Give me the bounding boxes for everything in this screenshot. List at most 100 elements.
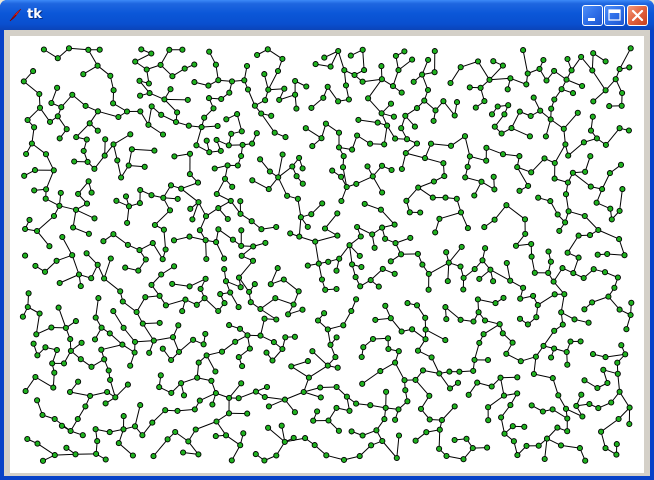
graph-node[interactable] bbox=[581, 306, 588, 313]
graph-node[interactable] bbox=[317, 384, 324, 391]
graph-node[interactable] bbox=[587, 127, 595, 134]
graph-node[interactable] bbox=[174, 195, 181, 202]
graph-node[interactable] bbox=[460, 286, 467, 293]
graph-node[interactable] bbox=[498, 414, 505, 421]
graph-node[interactable] bbox=[611, 284, 618, 291]
graph-node[interactable] bbox=[120, 413, 127, 420]
graph-node[interactable] bbox=[169, 334, 177, 341]
graph-node[interactable] bbox=[180, 449, 187, 456]
graph-node[interactable] bbox=[556, 227, 563, 234]
graph-node[interactable] bbox=[494, 103, 501, 110]
graph-node[interactable] bbox=[262, 239, 269, 246]
graph-node[interactable] bbox=[548, 105, 555, 112]
graph-node[interactable] bbox=[499, 151, 507, 158]
graph-node[interactable] bbox=[491, 123, 498, 130]
graph-node[interactable] bbox=[217, 147, 224, 154]
graph-node[interactable] bbox=[335, 47, 342, 55]
graph-node[interactable] bbox=[398, 89, 405, 96]
graph-node[interactable] bbox=[404, 398, 411, 405]
graph-node[interactable] bbox=[56, 135, 63, 142]
graph-node[interactable] bbox=[347, 52, 354, 59]
graph-node[interactable] bbox=[179, 308, 186, 315]
graph-node[interactable] bbox=[327, 63, 334, 70]
graph-node[interactable] bbox=[564, 249, 571, 256]
graph-node[interactable] bbox=[30, 68, 37, 75]
graph-node[interactable] bbox=[357, 233, 364, 240]
graph-node[interactable] bbox=[203, 255, 210, 263]
graph-node[interactable] bbox=[419, 71, 426, 78]
graph-node[interactable] bbox=[215, 226, 222, 233]
graph-node[interactable] bbox=[547, 198, 554, 205]
graph-node[interactable] bbox=[626, 64, 633, 71]
graph-node[interactable] bbox=[594, 384, 601, 392]
graph-node[interactable] bbox=[194, 374, 201, 381]
graph-node[interactable] bbox=[478, 178, 485, 185]
graph-node[interactable] bbox=[67, 336, 74, 343]
graph-node[interactable] bbox=[321, 310, 328, 317]
graph-node[interactable] bbox=[178, 380, 185, 387]
graph-node[interactable] bbox=[442, 194, 449, 201]
graph-node[interactable] bbox=[55, 304, 62, 311]
graph-node[interactable] bbox=[215, 205, 222, 212]
graph-node[interactable] bbox=[290, 434, 297, 441]
graph-node[interactable] bbox=[443, 452, 450, 460]
graph-node[interactable] bbox=[218, 348, 226, 355]
graph-node[interactable] bbox=[100, 238, 107, 245]
graph-node[interactable] bbox=[456, 368, 463, 375]
graph-node[interactable] bbox=[599, 186, 606, 193]
graph-node[interactable] bbox=[421, 97, 428, 104]
graph-node[interactable] bbox=[22, 225, 29, 233]
graph-node[interactable] bbox=[149, 240, 156, 247]
graph-node[interactable] bbox=[279, 345, 286, 353]
graph-node[interactable] bbox=[349, 146, 356, 153]
graph-node[interactable] bbox=[348, 307, 355, 315]
graph-node[interactable] bbox=[24, 116, 31, 124]
graph-node[interactable] bbox=[616, 236, 623, 243]
graph-node[interactable] bbox=[31, 167, 39, 174]
graph-node[interactable] bbox=[281, 396, 288, 403]
graph-node[interactable] bbox=[463, 435, 470, 442]
graph-node[interactable] bbox=[75, 271, 83, 278]
graph-node[interactable] bbox=[287, 230, 294, 237]
graph-node[interactable] bbox=[516, 108, 523, 115]
graph-node[interactable] bbox=[159, 256, 166, 263]
graph-node[interactable] bbox=[329, 167, 336, 174]
graph-node[interactable] bbox=[77, 356, 84, 363]
graph-node[interactable] bbox=[175, 322, 182, 329]
graph-node[interactable] bbox=[185, 438, 192, 445]
graph-node[interactable] bbox=[471, 356, 478, 363]
graph-node[interactable] bbox=[419, 367, 427, 374]
graph-node[interactable] bbox=[41, 268, 49, 275]
graph-node[interactable] bbox=[534, 302, 541, 309]
graph-node[interactable] bbox=[535, 194, 542, 201]
graph-node[interactable] bbox=[229, 236, 236, 243]
graph-node[interactable] bbox=[34, 440, 41, 447]
graph-node[interactable] bbox=[414, 347, 422, 354]
graph-node[interactable] bbox=[388, 166, 395, 174]
graph-node[interactable] bbox=[335, 144, 343, 151]
graph-node[interactable] bbox=[360, 344, 367, 351]
graph-node[interactable] bbox=[107, 255, 114, 262]
graph-node[interactable] bbox=[342, 82, 350, 89]
graph-node[interactable] bbox=[441, 173, 448, 180]
graph-node[interactable] bbox=[575, 232, 582, 239]
graph-node[interactable] bbox=[191, 61, 198, 68]
graph-node[interactable] bbox=[193, 142, 200, 149]
graph-node[interactable] bbox=[575, 254, 582, 261]
graph-node[interactable] bbox=[446, 368, 453, 375]
graph-node[interactable] bbox=[625, 127, 632, 134]
graph-node[interactable] bbox=[115, 440, 122, 447]
graph-node[interactable] bbox=[28, 140, 35, 147]
graph-node[interactable] bbox=[508, 125, 515, 132]
graph-node[interactable] bbox=[75, 190, 82, 197]
graph-node[interactable] bbox=[365, 95, 372, 102]
graph-node[interactable] bbox=[589, 67, 596, 74]
graph-node[interactable] bbox=[401, 377, 408, 384]
graph-node[interactable] bbox=[244, 86, 252, 93]
graph-node[interactable] bbox=[371, 244, 378, 251]
graph-node[interactable] bbox=[401, 48, 408, 55]
graph-node[interactable] bbox=[317, 394, 324, 401]
graph-node[interactable] bbox=[431, 69, 438, 76]
graph-node[interactable] bbox=[558, 309, 565, 316]
graph-node[interactable] bbox=[389, 83, 397, 90]
